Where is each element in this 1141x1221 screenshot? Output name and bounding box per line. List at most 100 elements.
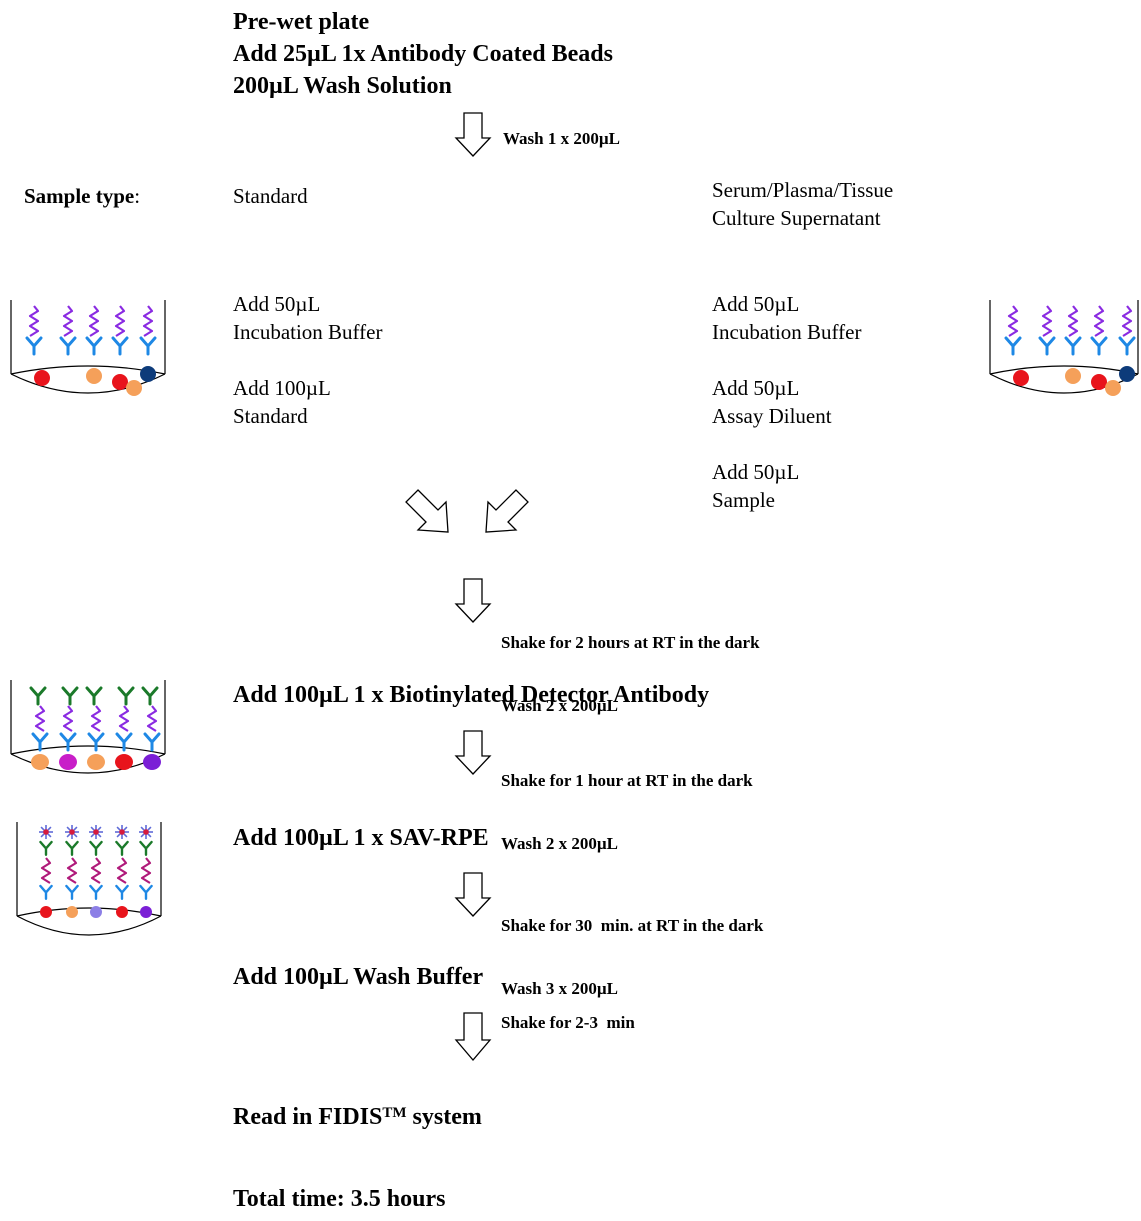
antibody-icon — [1064, 336, 1082, 356]
sav-rpe-star-icon — [89, 825, 103, 839]
antibody-icon — [1118, 336, 1136, 356]
sample-step-3: Add 50µL Sample — [712, 458, 799, 514]
antibody-icon — [59, 336, 77, 356]
standard-step-1: Add 50µL Incubation Buffer — [233, 290, 382, 346]
antibody-icon — [59, 732, 77, 752]
bead-icon — [31, 754, 49, 770]
analyte-squiggle — [116, 857, 128, 884]
bead-icon — [1105, 380, 1121, 396]
well-detector-antibody — [10, 680, 166, 774]
antibody-icon — [89, 884, 103, 900]
bead-icon — [1065, 368, 1081, 384]
standard-step-2: Add 100µL Standard — [233, 374, 331, 430]
well-sav-rpe — [16, 822, 162, 936]
well-capture-beads-right — [989, 300, 1139, 396]
bead-icon — [59, 754, 77, 770]
read-prefix: Read in FIDIS — [233, 1104, 383, 1130]
shake-step-2-line-1: Shake for 1 hour at RT in the dark — [501, 771, 753, 790]
sample-title-line-1: Serum/Plasma/Tissue — [712, 178, 894, 202]
antibody-icon — [115, 884, 129, 900]
diagonal-arrow-left-icon — [485, 489, 529, 533]
bead-icon — [112, 374, 128, 390]
detector-antibody-icon — [65, 840, 79, 856]
detector-antibody-icon — [117, 686, 135, 706]
antibody-icon — [111, 336, 129, 356]
sample-column-title: Serum/Plasma/Tissue Culture Supernatant — [712, 176, 893, 232]
header-line-2: Add 25µL 1x Antibody Coated Beads — [233, 41, 613, 67]
sav-rpe-star-icon — [65, 825, 79, 839]
sav-rpe-star-icon — [115, 825, 129, 839]
sample-type-label-text: Sample type — [24, 184, 135, 208]
detector-antibody-icon — [89, 840, 103, 856]
detector-antibody-step: Add 100µL 1 x Biotinylated Detector Anti… — [233, 682, 710, 708]
detector-antibody-icon — [61, 686, 79, 706]
antibody-icon — [139, 336, 157, 356]
well-bottom — [16, 915, 162, 936]
standard-step-1-amount: Add 50µL — [233, 292, 321, 316]
bead-icon — [116, 906, 128, 918]
standard-step-1-reagent: Incubation Buffer — [233, 320, 383, 344]
shake-step-2-line-2: Wash 2 x 200µL — [501, 834, 619, 853]
bead-icon — [86, 368, 102, 384]
antibody-icon — [85, 336, 103, 356]
standard-step-2-amount: Add 100µL — [233, 376, 331, 400]
standard-step-2-reagent: Standard — [233, 404, 308, 428]
analyte-squiggle — [1067, 305, 1079, 337]
read-suffix: system — [406, 1104, 482, 1130]
down-arrow-icon — [454, 578, 492, 623]
sample-step-1-reagent: Incubation Buffer — [712, 320, 862, 344]
diagonal-arrow-right-icon — [405, 489, 449, 533]
sav-rpe-step: Add 100µL 1 x SAV-RPE — [233, 825, 489, 851]
bead-icon — [90, 906, 102, 918]
bead-icon — [140, 906, 152, 918]
antibody-icon — [39, 884, 53, 900]
detector-antibody-icon — [139, 840, 153, 856]
sample-type-label: Sample type: — [24, 182, 140, 210]
bead-icon — [140, 366, 156, 382]
well-bottom — [989, 373, 1139, 394]
shake-step-2: Shake for 1 hour at RT in the dark Wash … — [501, 728, 753, 875]
shake-step-4: Shake for 2-3 min — [501, 1013, 635, 1032]
down-arrow-icon — [454, 1012, 492, 1062]
wash-buffer-step: Add 100µL Wash Buffer — [233, 964, 484, 990]
bead-icon — [1119, 366, 1135, 382]
detector-antibody-icon — [29, 686, 47, 706]
antibody-icon — [65, 884, 79, 900]
sample-type-colon: : — [134, 184, 141, 208]
sample-step-1-amount: Add 50µL — [712, 292, 800, 316]
down-arrow-icon — [454, 872, 492, 917]
detector-antibody-icon — [115, 840, 129, 856]
bead-icon — [1091, 374, 1107, 390]
well-rim — [989, 365, 1139, 375]
analyte-squiggle — [1041, 305, 1053, 337]
antibody-icon — [1090, 336, 1108, 356]
bead-icon — [66, 906, 78, 918]
analyte-squiggle — [90, 857, 102, 884]
detector-antibody-icon — [85, 686, 103, 706]
sav-rpe-star-icon — [139, 825, 153, 839]
antibody-icon — [87, 732, 105, 752]
well-rim — [10, 745, 166, 755]
shake-step-1-line-2: Wash 2 x 200µL — [501, 696, 619, 715]
shake-step-1-line-1: Shake for 2 hours at RT in the dark — [501, 633, 760, 652]
analyte-squiggle — [1121, 305, 1133, 337]
total-time: Total time: 3.5 hours — [233, 1186, 446, 1212]
antibody-icon — [25, 336, 43, 356]
down-arrow-icon — [454, 730, 492, 775]
antibody-icon — [139, 884, 153, 900]
shake-step-3: Shake for 30 min. at RT in the dark Wash… — [501, 873, 763, 1020]
bead-icon — [87, 754, 105, 770]
sample-step-3-amount: Add 50µL — [712, 460, 800, 484]
header-line-3: 200µL Wash Solution — [233, 73, 452, 99]
bead-icon — [115, 754, 133, 770]
shake-step-3-line-1: Shake for 30 min. at RT in the dark — [501, 916, 764, 935]
shake-step-3-line-2: Wash 3 x 200µL — [501, 979, 619, 998]
antibody-icon — [1038, 336, 1056, 356]
analyte-squiggle — [118, 705, 130, 732]
down-arrow-icon — [454, 112, 492, 157]
bead-icon — [40, 906, 52, 918]
analyte-squiggle — [62, 305, 74, 337]
antibody-icon — [1004, 336, 1022, 356]
detector-antibody-icon — [141, 686, 159, 706]
bead-icon — [143, 754, 161, 770]
